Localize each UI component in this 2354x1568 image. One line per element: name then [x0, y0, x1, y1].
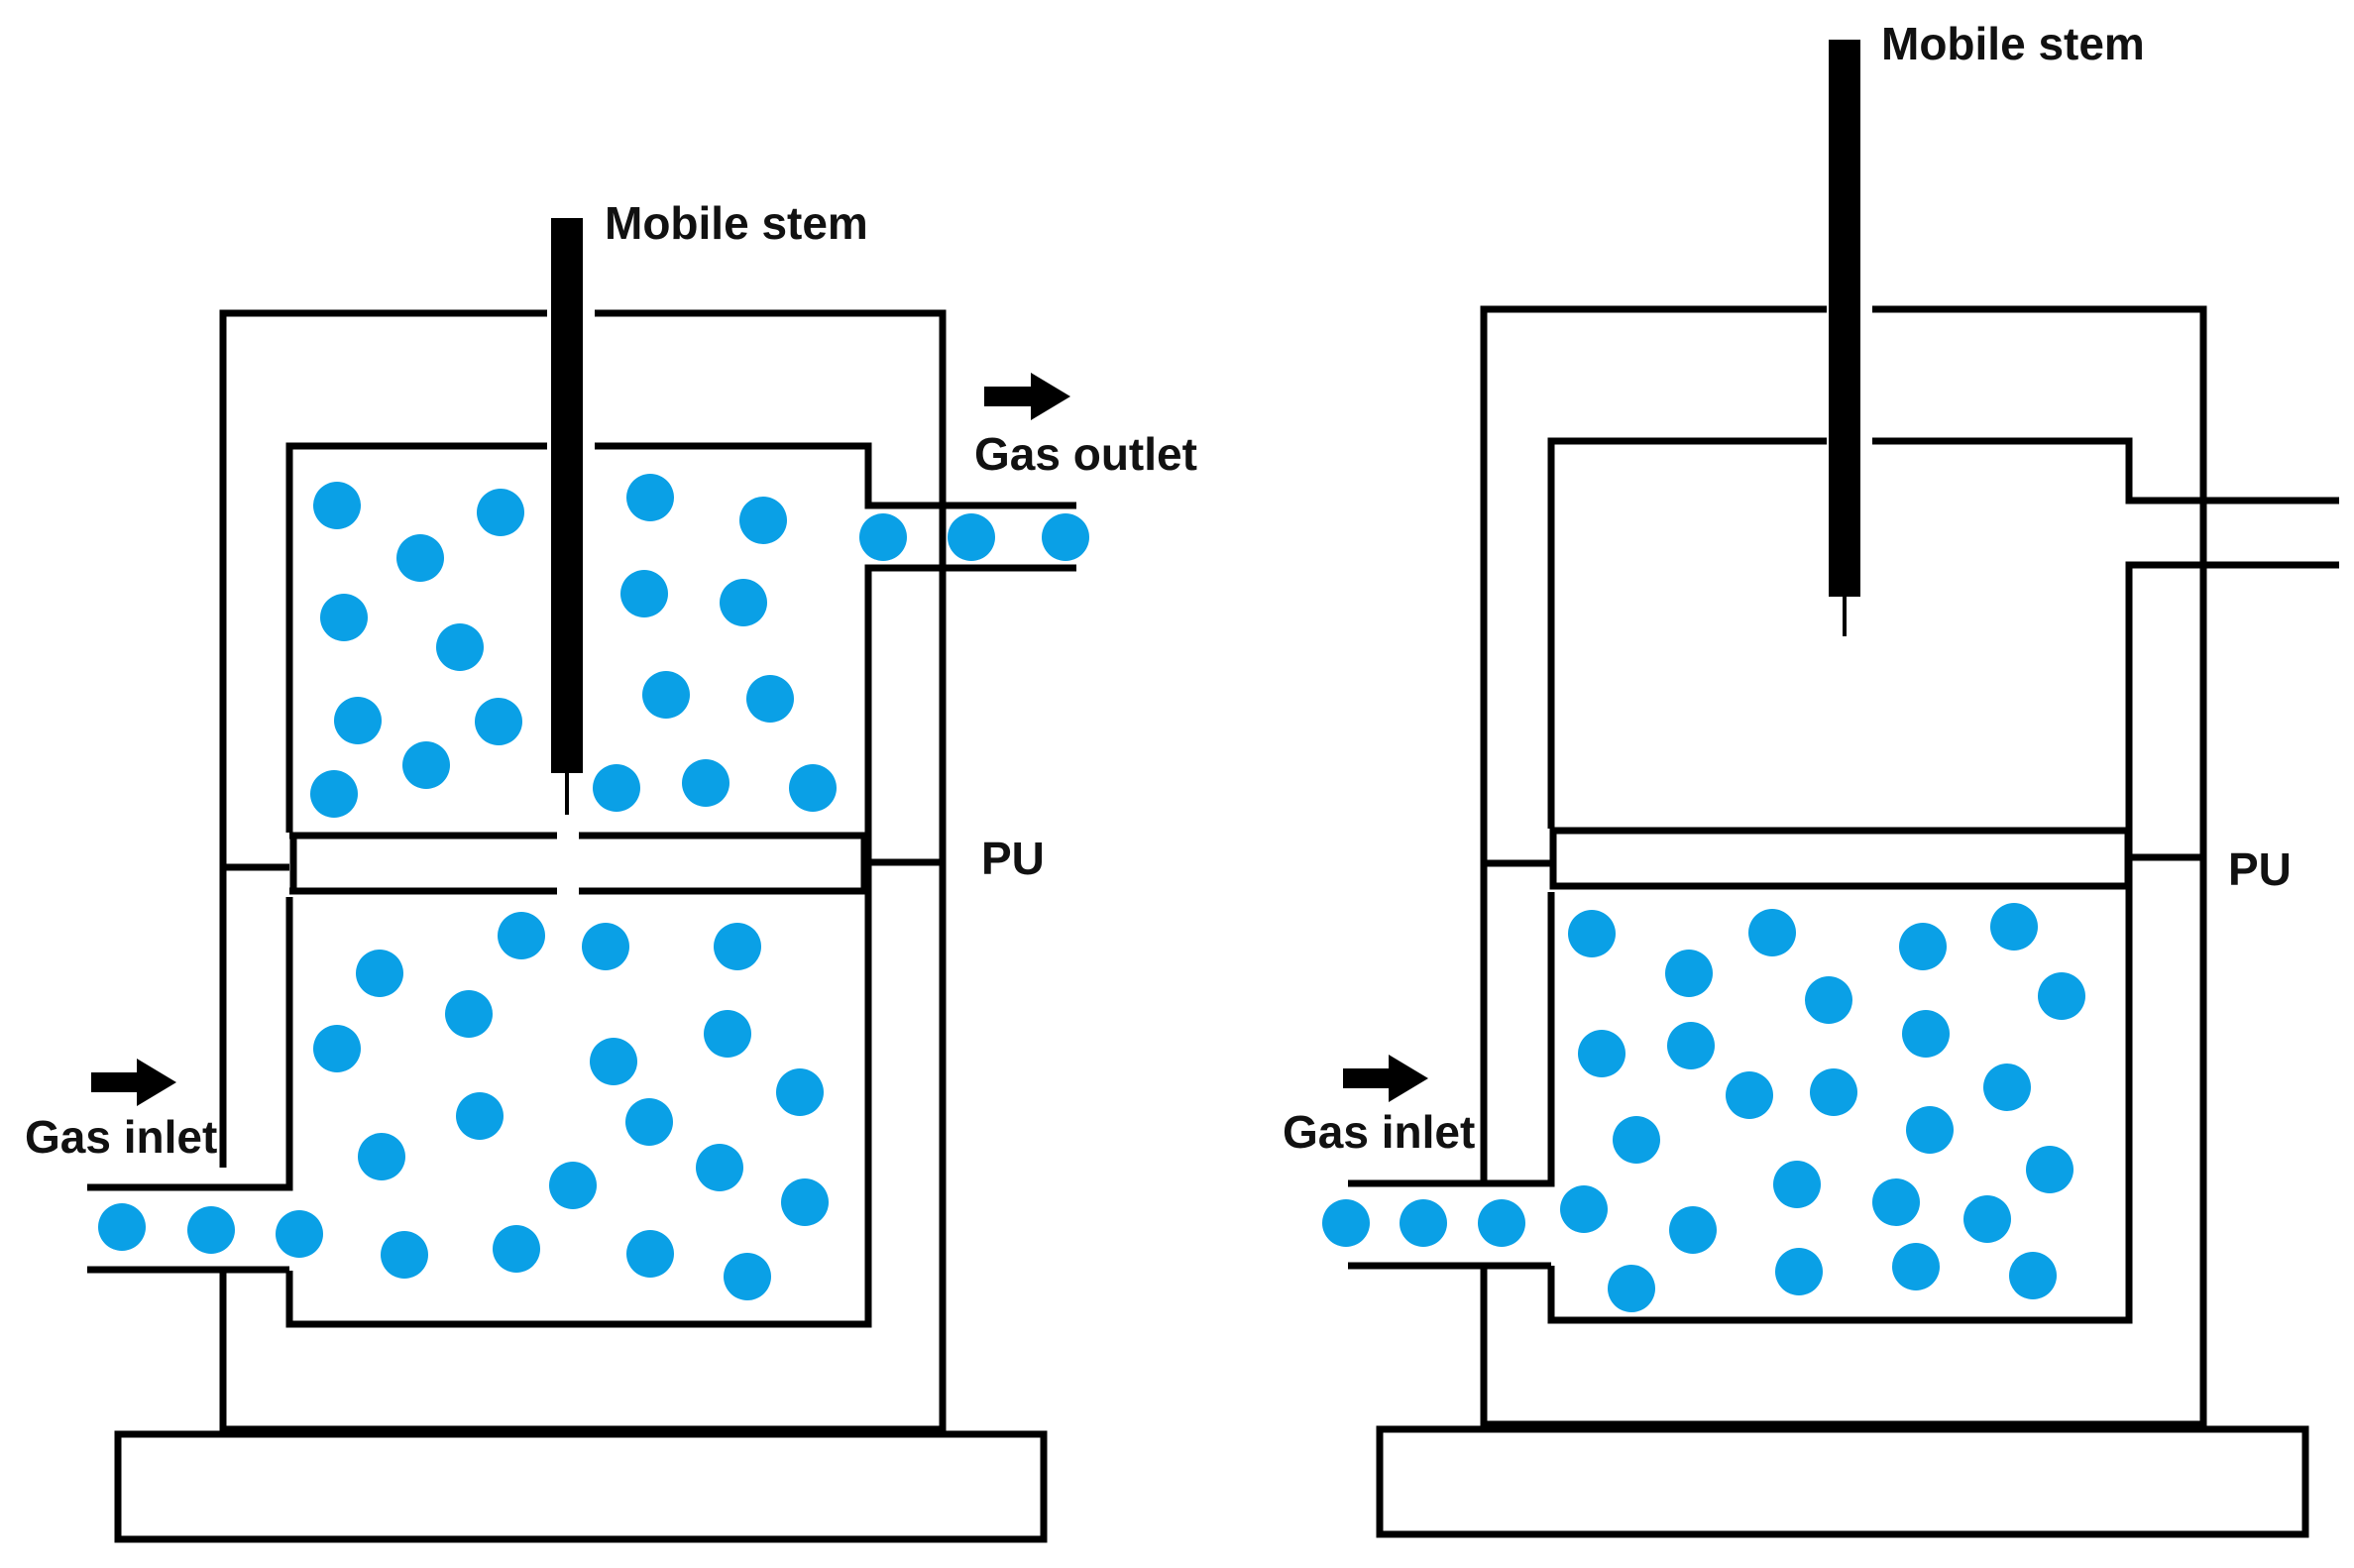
gas-particle [313, 1025, 361, 1072]
gas-particle [1773, 1161, 1821, 1208]
gas-particle [310, 770, 358, 818]
gas-particle [948, 513, 995, 561]
gas-particle [456, 1092, 504, 1140]
gas-particle [1990, 903, 2038, 951]
gas-particle [625, 1098, 673, 1146]
gas-particle [381, 1231, 428, 1279]
gas-particle [781, 1178, 829, 1226]
left-mobile-stem [551, 218, 583, 773]
left-gas-outlet-label: Gas outlet [974, 428, 1197, 480]
gas-particle [1899, 923, 1947, 970]
gas-particle [1400, 1199, 1447, 1247]
left-outer-housing [219, 309, 947, 1433]
left-inlet-pipe [87, 897, 293, 1274]
gas-particle [1810, 1068, 1857, 1116]
left-inlet-arrow-icon [91, 1059, 176, 1106]
left-pu-label: PU [981, 833, 1045, 884]
gas-particle [1983, 1064, 2031, 1111]
gas-particle [590, 1038, 637, 1085]
gas-particle [356, 950, 403, 997]
gas-particle [776, 1068, 824, 1116]
gas-particle [1613, 1116, 1660, 1164]
gas-particle [789, 764, 837, 812]
gas-particle [396, 534, 444, 582]
right-pu-label: PU [2228, 843, 2292, 895]
gas-particle [313, 482, 361, 529]
gas-particle [475, 698, 522, 745]
right-mobile-stem [1829, 40, 1860, 597]
left-apparatus [87, 218, 1076, 1543]
gas-particle [704, 1010, 751, 1058]
gas-particle [2026, 1146, 2074, 1193]
right-apparatus [1348, 40, 2339, 1538]
right-mobile-stem-label: Mobile stem [1881, 18, 2145, 69]
right-upper-chamber [1547, 437, 2339, 1324]
gas-particle [2009, 1252, 2057, 1299]
right-gas-inlet-label: Gas inlet [1283, 1106, 1475, 1158]
gas-particle [187, 1206, 235, 1254]
gas-particle [746, 675, 794, 723]
gas-particles [98, 474, 2085, 1312]
gas-particle [549, 1162, 597, 1209]
gas-particle [682, 759, 729, 807]
right-outer-housing [1480, 305, 2207, 1428]
gas-particle [620, 570, 668, 617]
gas-particle [1669, 1206, 1717, 1254]
gas-particle [334, 697, 382, 744]
gas-particle [1560, 1185, 1608, 1233]
gas-particle [98, 1203, 146, 1251]
gas-particle [582, 923, 629, 970]
gas-particle [626, 474, 674, 521]
gas-particle [739, 497, 787, 544]
gas-particle [276, 1210, 323, 1258]
gas-particle [1578, 1030, 1625, 1077]
gas-particle [1667, 1022, 1715, 1069]
gas-particle [724, 1253, 771, 1300]
right-piston [1549, 827, 2132, 890]
right-inlet-arrow-icon [1343, 1055, 1428, 1102]
gas-particle [1726, 1071, 1773, 1119]
gas-particle [436, 623, 484, 671]
gas-particle [498, 912, 545, 959]
left-gas-inlet-label: Gas inlet [25, 1111, 217, 1163]
gas-particle [1665, 950, 1713, 997]
left-base-plate [114, 1430, 1048, 1543]
gas-particle [714, 923, 761, 970]
gas-particle [1872, 1178, 1920, 1226]
gas-particle [1906, 1106, 1954, 1154]
left-upper-chamber [285, 442, 1076, 1328]
gas-particle [493, 1225, 540, 1273]
gas-particle [1902, 1010, 1950, 1058]
gas-particle [1748, 909, 1796, 956]
gas-particle [1892, 1243, 1940, 1290]
right-base-plate [1376, 1425, 2309, 1538]
gas-particle [445, 990, 493, 1038]
gas-particle [720, 579, 767, 626]
gas-particle [1608, 1265, 1655, 1312]
gas-particle [402, 741, 450, 789]
gas-particle [593, 764, 640, 812]
gas-particle [1322, 1199, 1370, 1247]
gas-particle [1963, 1195, 2011, 1243]
gas-particle [1478, 1199, 1525, 1247]
gas-particle [1042, 513, 1089, 561]
gas-particle [859, 513, 907, 561]
gas-particle [1568, 910, 1616, 957]
right-inlet-pipe [1348, 892, 1555, 1270]
left-outlet-arrow-icon [984, 373, 1070, 420]
gas-particle [320, 594, 368, 641]
gas-particle [358, 1133, 405, 1180]
gas-particle [1805, 976, 1852, 1024]
left-mobile-stem-label: Mobile stem [605, 197, 868, 249]
gas-particle [1775, 1248, 1823, 1295]
gas-particle [2038, 972, 2085, 1020]
gas-particle [626, 1230, 674, 1278]
gas-particle [477, 489, 524, 536]
gas-particle [642, 671, 690, 719]
gas-particle [696, 1144, 743, 1191]
